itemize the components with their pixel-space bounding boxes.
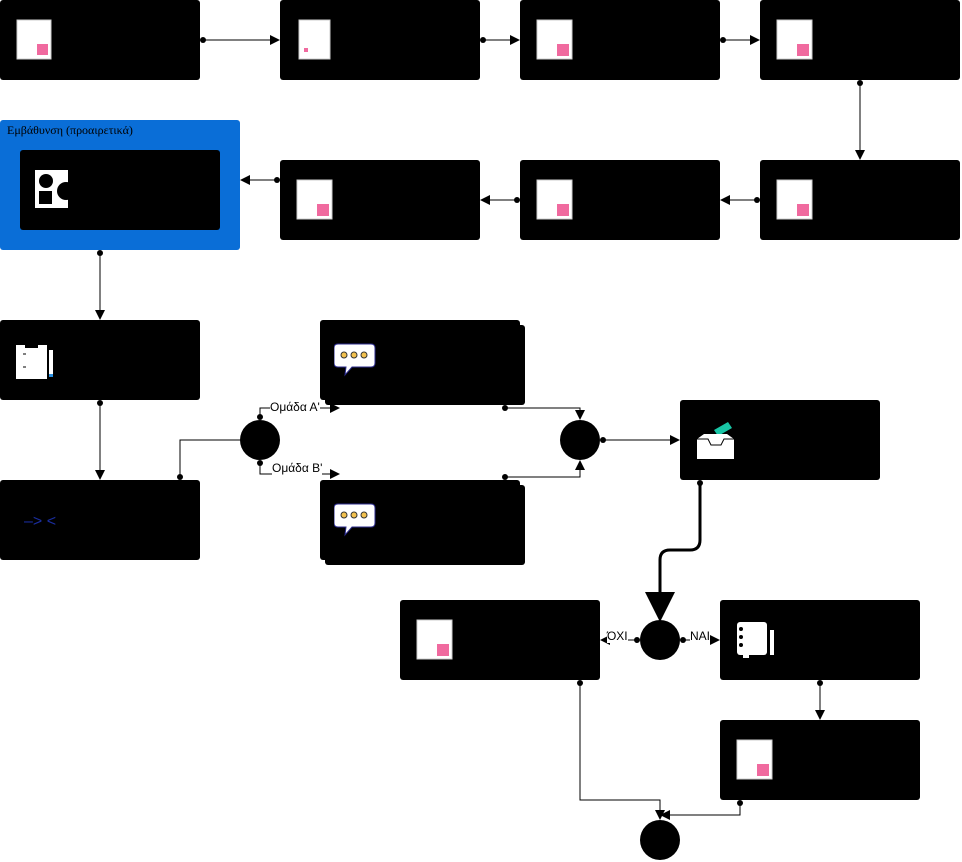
flow-edge — [179, 439, 241, 477]
notebook-icon — [737, 622, 774, 658]
code-symbol: –> < — [24, 513, 56, 530]
step-box[interactable] — [520, 160, 720, 240]
flow-edge — [579, 683, 665, 820]
step-box[interactable] — [720, 720, 920, 800]
step-box[interactable] — [760, 0, 960, 80]
page-icon — [296, 179, 333, 220]
step-box[interactable] — [0, 0, 200, 80]
inbox-icon — [697, 422, 734, 459]
flow-edge — [505, 407, 585, 420]
page-icon — [536, 19, 573, 60]
shapes-icon — [35, 170, 75, 208]
step-box[interactable] — [520, 0, 720, 80]
parallel-gateway — [240, 420, 280, 460]
step-box[interactable] — [760, 160, 960, 240]
edge-label-group-a: Ομάδα Α' — [270, 400, 320, 414]
step-box[interactable] — [320, 320, 520, 400]
clipboard-icon — [16, 342, 53, 379]
parallel-gateway — [560, 420, 600, 460]
speech-bubble-icon — [334, 343, 376, 377]
page-icon — [16, 19, 52, 60]
decision-gateway — [640, 620, 680, 660]
flow-edge — [645, 483, 702, 622]
step-box[interactable] — [280, 160, 480, 240]
page-icon — [736, 739, 773, 780]
flow-edge — [505, 460, 585, 478]
step-box[interactable] — [400, 600, 600, 680]
page-icon — [536, 179, 573, 220]
flow-edge — [660, 803, 741, 820]
step-box[interactable] — [280, 0, 480, 80]
end-event — [640, 820, 680, 860]
step-box[interactable] — [680, 400, 880, 480]
speech-bubble-icon — [334, 503, 376, 537]
step-box[interactable] — [0, 320, 200, 400]
page-icon — [776, 19, 813, 60]
page-icon — [776, 179, 813, 220]
code-icon: –> < — [24, 513, 56, 530]
edge-label-no: ΌΧΙ — [607, 629, 628, 643]
step-box[interactable]: –> < — [0, 480, 200, 560]
edge-label-yes: ΝΑΙ — [690, 629, 711, 643]
step-box[interactable] — [320, 480, 520, 560]
edge-label-group-b: Ομάδα Β' — [272, 461, 323, 475]
group-title: Εμβάθυνση (προαιρετικά) — [7, 123, 133, 137]
optional-group: Εμβάθυνση (προαιρετικά) — [0, 120, 240, 250]
step-box[interactable] — [720, 600, 920, 680]
step-box[interactable] — [20, 150, 220, 230]
page-icon — [416, 619, 453, 660]
page-icon — [298, 19, 331, 60]
